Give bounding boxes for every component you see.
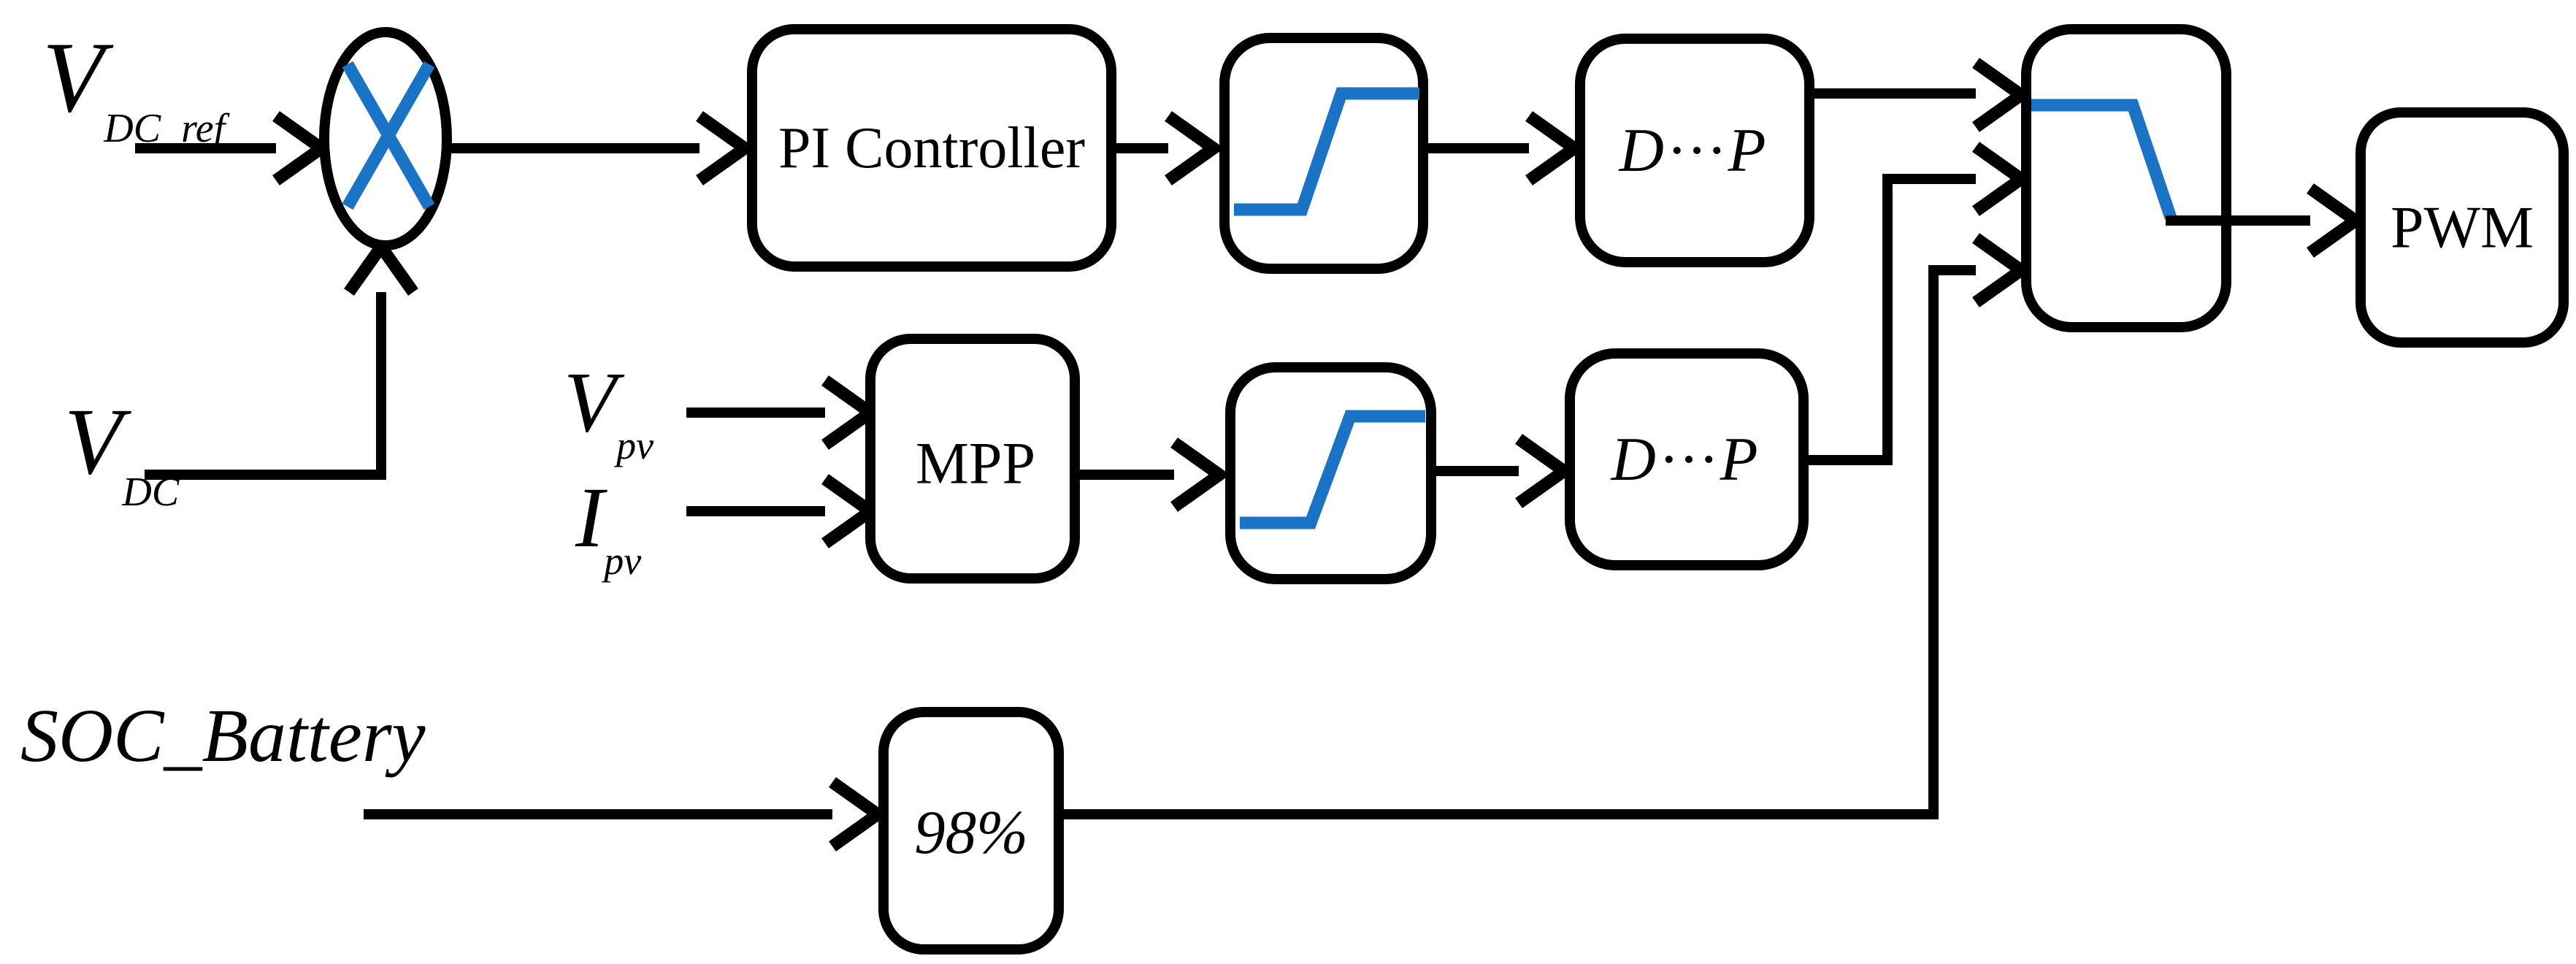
- arrowhead-icon: [1972, 142, 2032, 216]
- vdcref-base: V: [42, 21, 114, 133]
- wire-junction-to-pi: [448, 111, 756, 185]
- wire-line: [1059, 265, 1976, 819]
- vdc-label: VDC: [64, 389, 180, 515]
- duty-convert-top-box: [1575, 34, 1814, 267]
- wire-line: [145, 292, 386, 480]
- saturation-curve-icon: [1240, 410, 1425, 529]
- arrowhead-icon: [1170, 437, 1230, 512]
- pwm-label: PWM: [2391, 194, 2534, 261]
- arrowhead-icon: [821, 474, 881, 548]
- arrowhead-icon: [272, 111, 332, 185]
- wire-pi-to-saturation1: [1111, 111, 1224, 185]
- pwm-block: PWM: [2355, 107, 2569, 348]
- wire-saturation1-to-dp1: [1423, 111, 1585, 185]
- switch-selector-icon: [2031, 99, 2177, 220]
- multiply-x-icon: [342, 61, 435, 210]
- saturation-curve-icon: [1234, 87, 1419, 216]
- duty-convert-top-block: D···P: [1575, 34, 1814, 267]
- soc-threshold-label: 98%: [914, 798, 1028, 867]
- soc-threshold-box: [878, 707, 1064, 955]
- mpp-block: MPP: [865, 334, 1080, 584]
- arrowhead-icon: [821, 375, 881, 450]
- arrowhead-icon: [344, 236, 418, 296]
- ipv-base: I: [575, 470, 607, 565]
- pwm-box: [2355, 107, 2569, 348]
- vdc-base: V: [64, 389, 131, 494]
- wire-ipv-to-mpp: [686, 474, 881, 548]
- arrowhead-icon: [1972, 58, 2032, 132]
- soc-battery-label: SOC_Battery: [20, 694, 426, 778]
- arrowhead-icon: [1165, 111, 1224, 185]
- wire-dp1-to-switch: [1809, 58, 2032, 132]
- duty-convert-mid-block: D···P: [1565, 348, 1809, 570]
- duty-convert-top-label: D···P: [1618, 116, 1770, 185]
- multiply-junction: [319, 27, 452, 250]
- ipv-subscript: pv: [601, 539, 641, 583]
- vdcref-label: VDC_ref: [42, 21, 231, 151]
- ipv-label: Ipv: [575, 470, 641, 583]
- mpp-label: MPP: [916, 430, 1035, 497]
- arrowhead-icon: [696, 111, 756, 185]
- vpv-subscript: pv: [613, 424, 653, 467]
- wire-line: [1803, 174, 1976, 465]
- wire-soc-to-threshold: [364, 777, 889, 852]
- soc-threshold-block: 98%: [878, 707, 1064, 955]
- saturation1-block: [1219, 33, 1428, 274]
- wire-dp2-to-switch: [1803, 142, 2032, 465]
- duty-convert-mid-label: D···P: [1610, 425, 1762, 494]
- pi-controller-label: PI Controller: [778, 116, 1085, 180]
- wire-vdc-feedback: [145, 236, 418, 480]
- arrowhead-icon: [829, 777, 889, 852]
- vpv-label: Vpv: [564, 354, 653, 467]
- switch-box: [2021, 24, 2231, 332]
- switch-block: [2021, 24, 2231, 332]
- vpv-base: V: [564, 354, 625, 450]
- mpp-box: [865, 334, 1080, 584]
- arrowhead-icon: [2307, 183, 2366, 258]
- arrowhead-icon: [1515, 434, 1575, 508]
- wire-vpv-to-mpp: [686, 375, 881, 450]
- pi-controller-block: PI Controller: [747, 24, 1116, 272]
- arrowhead-icon: [1972, 233, 2032, 307]
- wire-threshold-to-switch: [1059, 233, 2032, 819]
- vdcref-subscript: DC_ref: [103, 106, 230, 151]
- arrowhead-icon: [1525, 111, 1585, 185]
- vdc-subscript: DC: [121, 470, 179, 515]
- wire-saturation2-to-dp2: [1431, 434, 1575, 508]
- wire-mpp-to-saturation2: [1075, 437, 1230, 512]
- saturation2-block: [1225, 362, 1436, 584]
